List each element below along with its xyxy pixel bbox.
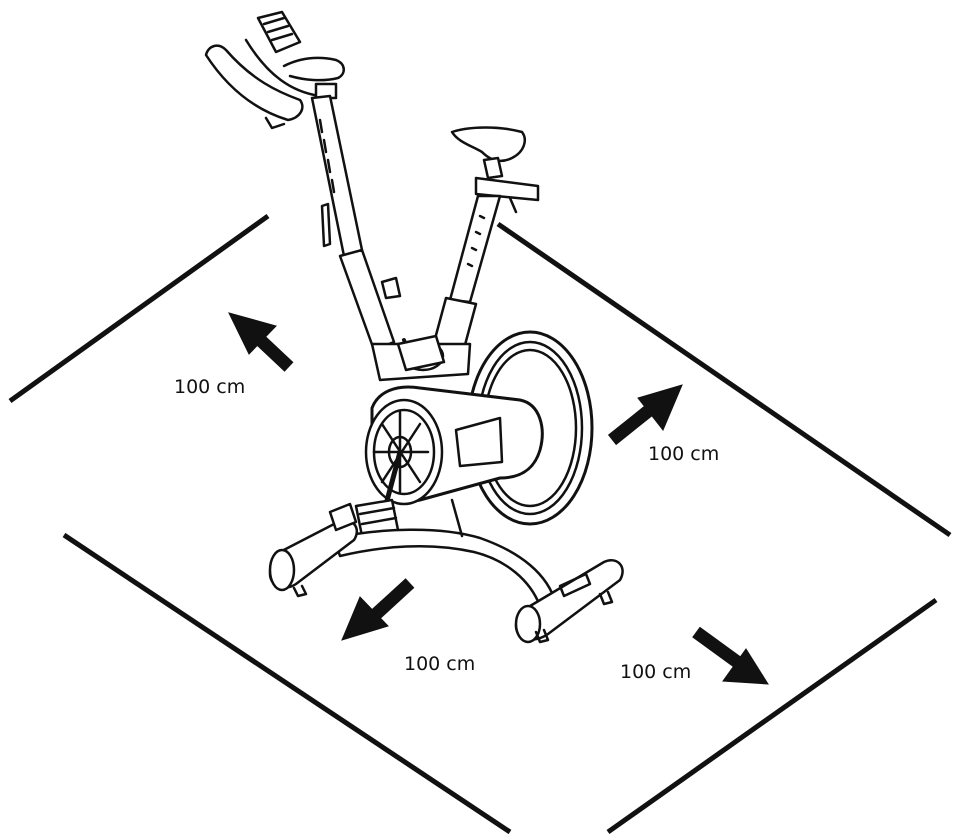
bike-pedals <box>354 334 446 538</box>
boundary-line-back-right <box>496 221 952 538</box>
boundary-line-front-left <box>62 532 512 835</box>
arrow-front-right <box>692 626 769 685</box>
bike-handlebar <box>204 10 345 130</box>
clearance-label-front-left: 100 cm <box>404 653 476 675</box>
spin-bike-illustration <box>204 10 624 644</box>
arrow-right <box>607 384 683 446</box>
clearance-label-right: 100 cm <box>648 443 720 465</box>
boundary-line-front-right <box>606 597 938 835</box>
bike-front-post <box>310 94 402 352</box>
clearance-arrows <box>228 312 769 685</box>
arrow-front-left <box>341 578 415 641</box>
boundary-line-back-left <box>8 213 270 404</box>
bike-chain-guard <box>364 385 544 506</box>
arrow-back-left <box>228 312 294 372</box>
clearance-label-back-left: 100 cm <box>174 376 246 398</box>
floor-boundary <box>8 213 952 835</box>
bike-base <box>268 498 624 644</box>
bike-seat <box>430 126 540 358</box>
clearance-label-front-right: 100 cm <box>620 661 692 683</box>
